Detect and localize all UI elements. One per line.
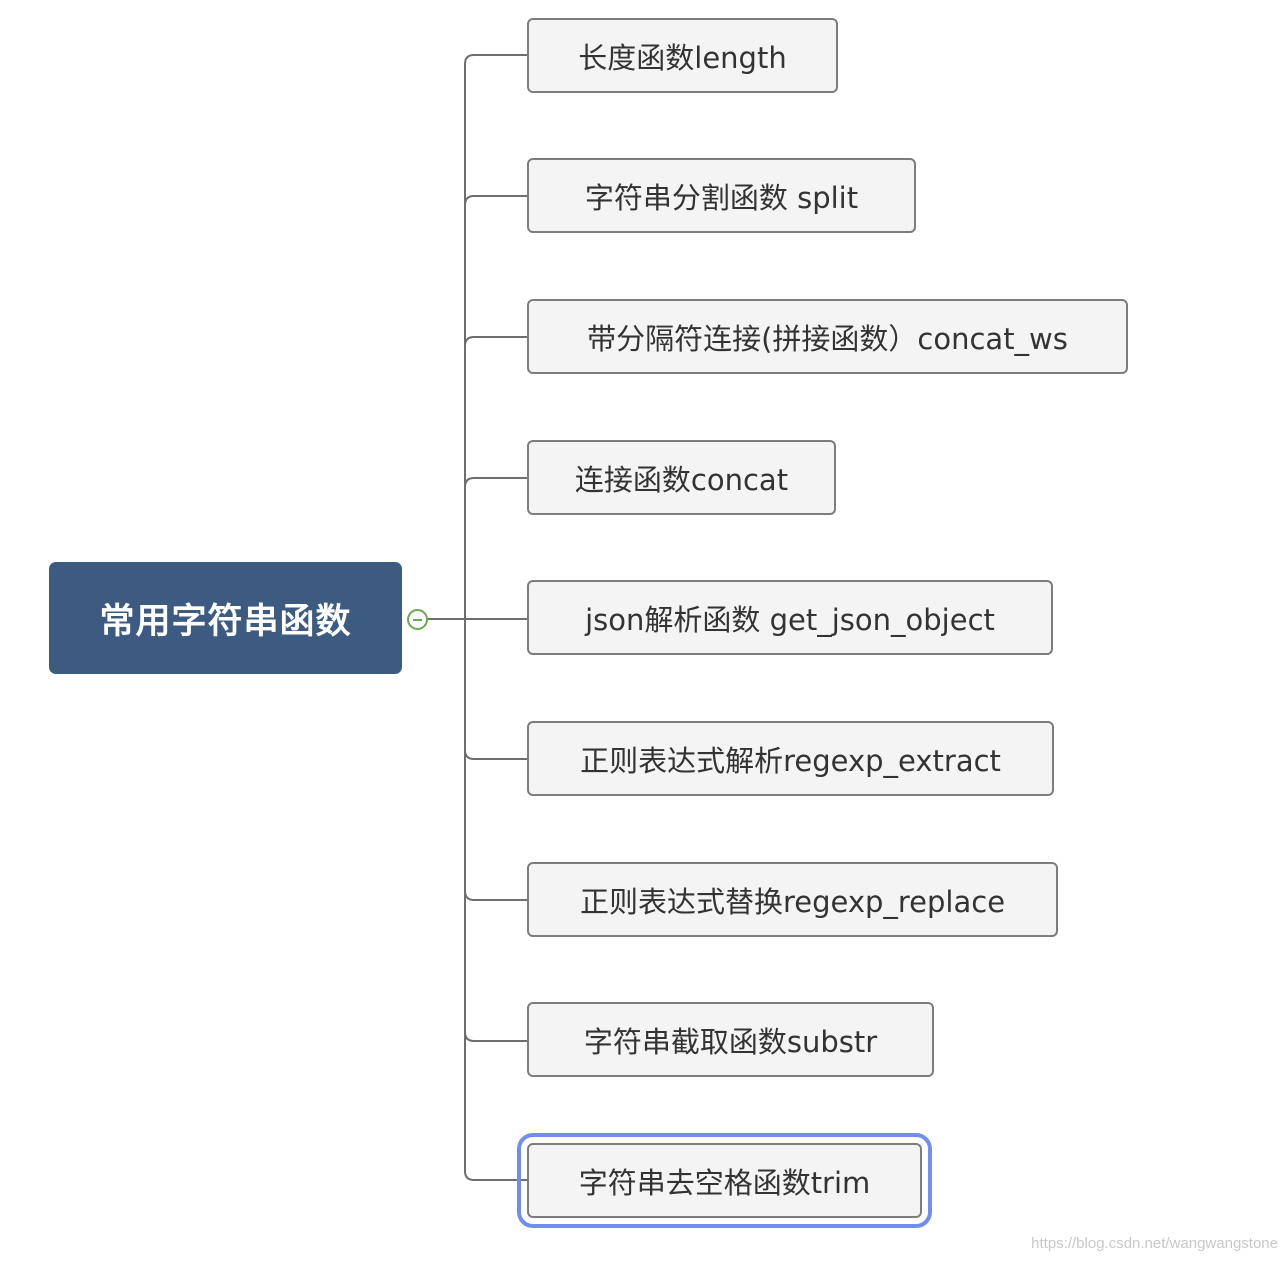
child-node-label: 正则表达式替换regexp_replace xyxy=(579,884,1006,919)
child-node-regexp-replace[interactable]: 正则表达式替换regexp_replace xyxy=(527,862,1058,937)
child-node-trim[interactable]: 字符串去空格函数trim xyxy=(517,1133,932,1228)
child-node-split[interactable]: 字符串分割函数 split xyxy=(527,158,916,233)
minus-bar xyxy=(413,619,422,621)
child-node-label: 连接函数concat xyxy=(574,462,789,497)
child-node-get-json-object[interactable]: json解析函数 get_json_object xyxy=(527,580,1053,655)
child-node-label: 带分隔符连接(拼接函数）concat_ws xyxy=(587,321,1068,356)
child-node-label: 字符串去空格函数trim xyxy=(578,1165,871,1200)
branch-line-9 xyxy=(464,1170,527,1181)
child-node-regexp-extract[interactable]: 正则表达式解析regexp_extract xyxy=(527,721,1054,796)
branch-line-1 xyxy=(464,54,527,65)
child-node-label: 字符串截取函数substr xyxy=(583,1024,878,1059)
child-node-label: 正则表达式解析regexp_extract xyxy=(580,743,1001,778)
branch-line-7 xyxy=(464,890,527,901)
child-node-length[interactable]: 长度函数length xyxy=(527,18,838,93)
branch-line-6 xyxy=(464,749,527,760)
child-node-concat[interactable]: 连接函数concat xyxy=(527,440,836,515)
child-node-label: 字符串分割函数 split xyxy=(584,180,859,215)
watermark: https://blog.csdn.net/wangwangstone xyxy=(1031,1235,1278,1252)
branch-line-4 xyxy=(464,477,527,488)
child-node-label: 长度函数length xyxy=(578,40,787,75)
branch-line-2 xyxy=(464,195,527,206)
child-node-concat-ws[interactable]: 带分隔符连接(拼接函数）concat_ws xyxy=(527,299,1128,374)
root-node[interactable]: 常用字符串函数 xyxy=(49,562,402,674)
branch-line-8 xyxy=(464,1031,527,1042)
child-node-substr[interactable]: 字符串截取函数substr xyxy=(527,1002,934,1077)
branch-line-3 xyxy=(464,336,527,347)
collapse-minus-icon[interactable] xyxy=(407,609,428,630)
root-node-label: 常用字符串函数 xyxy=(99,601,352,642)
child-node-label: json解析函数 get_json_object xyxy=(585,602,995,637)
